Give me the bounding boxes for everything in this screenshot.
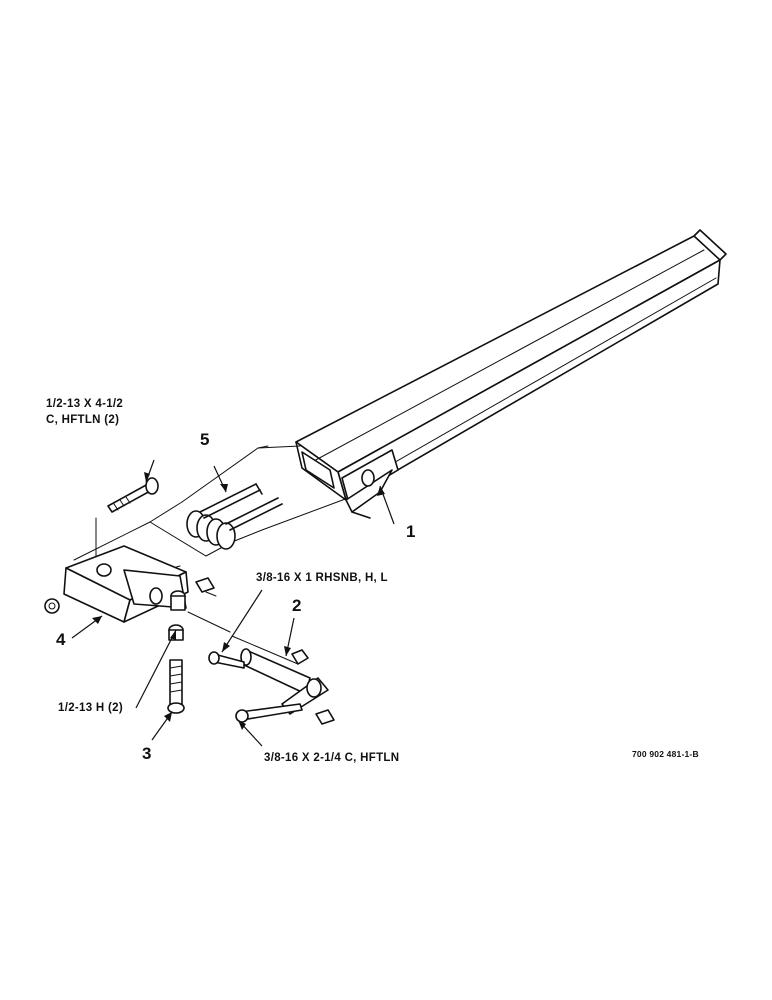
callout-2: 2 (292, 596, 302, 615)
bolt-top-spec-line1: 1/2-13 X 4-1/2 (46, 398, 124, 410)
pin-plate-part-2 (208, 648, 335, 725)
long-bolt-top (107, 477, 159, 513)
nut-half-spec: 1/2-13 H (2) (58, 702, 123, 714)
callout-3: 3 (142, 744, 152, 763)
callout-5: 5 (200, 430, 210, 449)
torsion-spring-part-5 (186, 483, 283, 550)
clevis-bracket-part-4 (44, 545, 215, 623)
carriage-bolt-short-spec: 3/8-16 X 1 RHSNB, H, L (256, 572, 388, 584)
callout-1: 1 (406, 522, 416, 541)
bolt-top-spec-line2: C, HFTLN (2) (46, 414, 120, 426)
leader-lines (71, 459, 395, 747)
tube-arm-part-1 (295, 229, 727, 519)
figure-reference-number: 700 902 481-1-B (632, 749, 699, 759)
carriage-bolt-long-spec: 3/8-16 X 2-1/4 C, HFTLN (264, 752, 400, 764)
callout-4: 4 (56, 630, 66, 649)
